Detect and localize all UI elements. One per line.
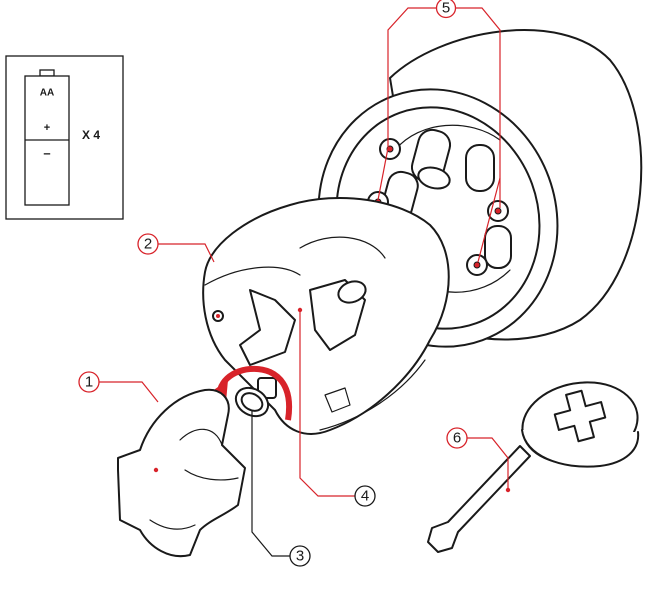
callout-number-5: 5 — [442, 0, 450, 17]
callout-3: 3 — [251, 410, 311, 567]
callout-1: 1 — [78, 371, 159, 473]
cross-icon — [553, 389, 607, 443]
battery-cells — [381, 128, 512, 269]
battery-minus-sign: – — [43, 146, 50, 161]
callout-number-3: 3 — [296, 548, 304, 565]
battery-requirement-box: AA + – X 4 — [5, 55, 124, 220]
callout-number-4: 4 — [361, 488, 369, 505]
battery-icon — [24, 69, 70, 206]
callout-number-2: 2 — [144, 236, 152, 253]
callout-2: 2 — [137, 233, 215, 263]
callout-4: 4 — [297, 307, 376, 507]
rotating-knob-part — [234, 377, 277, 418]
battery-plus-sign: + — [44, 122, 50, 134]
main-body-part — [202, 196, 450, 435]
battery-quantity-label: X 4 — [82, 128, 100, 142]
callout-6: 6 — [446, 427, 511, 493]
battery-type-label: AA — [40, 88, 54, 99]
clamp-bracket-part — [117, 388, 246, 558]
callout-5: 5 — [377, 0, 501, 263]
callout-number-6: 6 — [453, 430, 461, 447]
key-tool-part — [427, 381, 640, 553]
callout-number-1: 1 — [85, 374, 93, 391]
